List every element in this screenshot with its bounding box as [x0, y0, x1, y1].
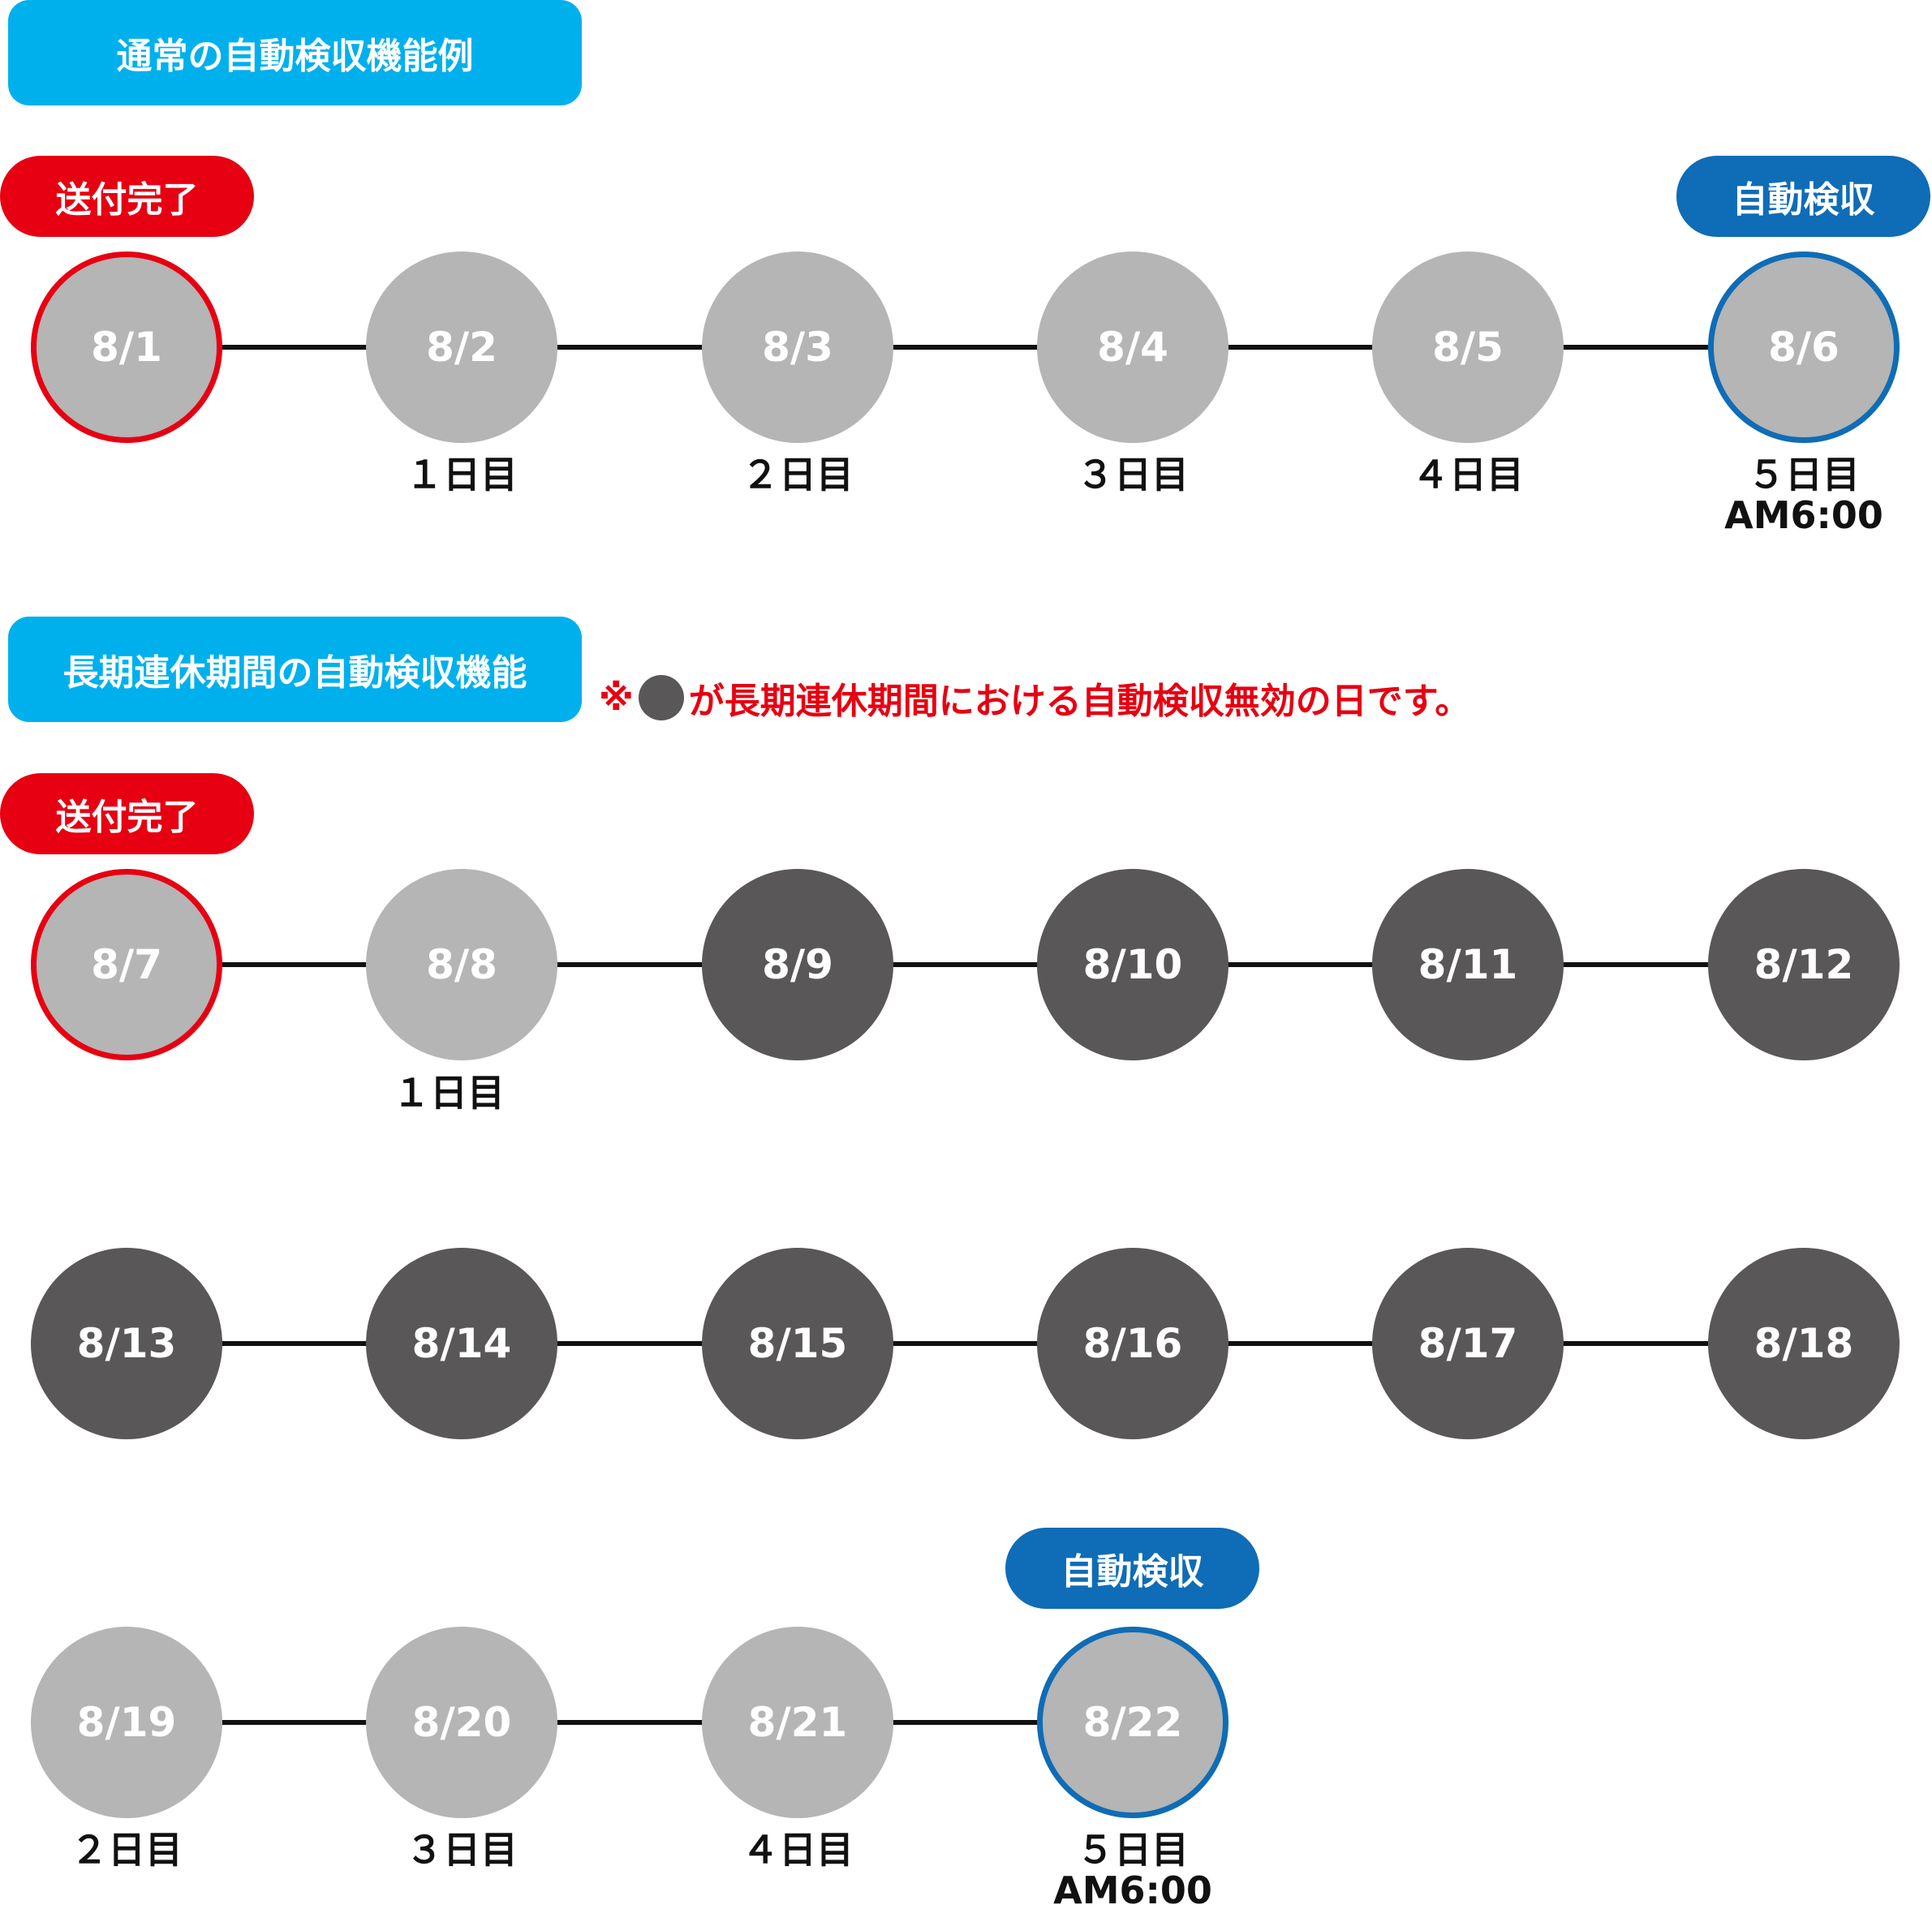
section-title-holiday: 長期連休期間の自動検収機能 [8, 617, 582, 722]
sent-complete-tag: 送付完了 [0, 773, 254, 854]
sent-complete-tag: 送付完了 [0, 156, 254, 237]
day-node: 8/19 [31, 1627, 222, 1818]
holiday-day-node: 8/16 [1037, 1248, 1228, 1439]
timeline-connector [892, 345, 1038, 350]
holiday-day-node: 8/13 [31, 1248, 222, 1439]
day-node: 8/6 [1708, 252, 1900, 443]
timeline-connector [557, 1341, 703, 1346]
auto-acceptance-tag: 自動検収 [1005, 1528, 1259, 1609]
day-count-label: ２日目 [742, 453, 854, 497]
holiday-day-node: 8/10 [1037, 869, 1228, 1060]
timeline-connector [1563, 962, 1709, 967]
day-count-label: ４日目 [1412, 453, 1524, 497]
timeline-connector [892, 962, 1038, 967]
day-count-label: ４日目 [742, 1828, 854, 1872]
day-count-label: ２日目 [71, 1828, 183, 1872]
timeline-connector [222, 1341, 368, 1346]
day-node: 8/20 [366, 1627, 557, 1818]
holiday-day-node: 8/11 [1372, 869, 1564, 1060]
holiday-day-node: 8/18 [1708, 1248, 1900, 1439]
day-node: 8/3 [702, 252, 893, 443]
day-node: 8/8 [366, 869, 557, 1060]
timeline-connector [1228, 345, 1374, 350]
holiday-day-node: 8/17 [1372, 1248, 1564, 1439]
timeline-connector [222, 1720, 368, 1725]
day-node: 8/21 [702, 1627, 893, 1818]
timeline-connector [222, 962, 368, 967]
day-count-label: １日目 [393, 1071, 505, 1115]
acceptance-time-label: AM6:00 [1724, 493, 1883, 537]
holiday-day-node: 8/9 [702, 869, 893, 1060]
day-node: 8/2 [366, 252, 557, 443]
timeline-connector [557, 345, 703, 350]
section-title-normal: 通常の自動検収機能例 [8, 0, 582, 105]
day-node: 8/4 [1037, 252, 1228, 443]
day-node: 8/7 [31, 869, 222, 1060]
timeline-connector [557, 962, 703, 967]
note-text: が長期連休期間における自動検収無効の日です。 [688, 681, 1471, 722]
timeline-connector [1228, 962, 1374, 967]
acceptance-time-label: AM6:00 [1053, 1868, 1212, 1912]
day-node: 8/1 [31, 252, 222, 443]
day-count-label: １日目 [406, 453, 518, 497]
day-count-label: ３日目 [1077, 453, 1189, 497]
day-node: 8/5 [1372, 252, 1564, 443]
timeline-connector [892, 1720, 1038, 1725]
day-node: 8/22 [1037, 1627, 1228, 1818]
timeline-connector [1228, 1341, 1374, 1346]
holiday-day-node: 8/12 [1708, 869, 1900, 1060]
day-count-label: ５日目 [1077, 1828, 1189, 1872]
holiday-day-node: 8/15 [702, 1248, 893, 1439]
holiday-dot-icon [638, 675, 684, 720]
auto-acceptance-tag: 自動検収 [1676, 156, 1930, 237]
note-prefix: ※ [599, 677, 634, 719]
day-count-label: ３日目 [406, 1828, 518, 1872]
timeline-connector [222, 345, 368, 350]
holiday-day-node: 8/14 [366, 1248, 557, 1439]
timeline-connector [1563, 1341, 1709, 1346]
day-count-label: ５日目 [1748, 453, 1860, 497]
holiday-note: ※ が長期連休期間における自動検収無効の日です。 [599, 673, 1470, 722]
timeline-connector [892, 1341, 1038, 1346]
timeline-connector [1563, 345, 1709, 350]
timeline-connector [557, 1720, 703, 1725]
